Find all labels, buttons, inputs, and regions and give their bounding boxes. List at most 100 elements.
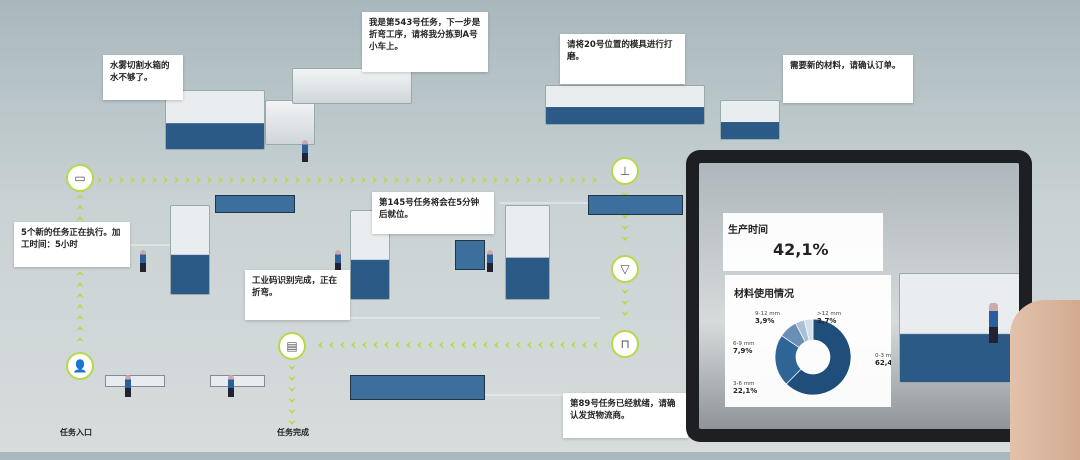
- callout-mold: 请将20号位置的模具进行打磨。: [560, 34, 685, 84]
- worker: [989, 303, 998, 343]
- flow-arrow-icon: [449, 176, 454, 184]
- flow-arrow-icon: [439, 341, 444, 349]
- flow-arrow-icon: [288, 420, 296, 425]
- label-task-done: 任务完成: [277, 428, 309, 437]
- flow-arrow-icon: [621, 311, 629, 316]
- flow-arrow-icon: [405, 176, 410, 184]
- flow-arrow-icon: [76, 337, 84, 342]
- flow-arrow-icon: [339, 176, 344, 184]
- punch-machine: [545, 85, 705, 125]
- flow-arrow-icon: [76, 271, 84, 276]
- flow-arrow-icon: [288, 387, 296, 392]
- flow-arrow-icon: [288, 376, 296, 381]
- flow-arrow-icon: [262, 176, 267, 184]
- flow-arrow-icon: [621, 192, 629, 197]
- flow-arrow-icon: [288, 409, 296, 414]
- tablet-screen: 生产时间 42,1% 材料使用情况 0-3 mm62,4%3-6 mm22,1%…: [699, 163, 1019, 429]
- workstation-done: [210, 375, 265, 387]
- worker: [125, 375, 131, 397]
- monitor-icon: ▭: [66, 164, 94, 192]
- flow-arrow-icon: [621, 236, 629, 241]
- machine-photo: [899, 273, 1019, 383]
- flow-arrow-icon: [340, 341, 345, 349]
- flow-arrow-icon: [383, 176, 388, 184]
- flow-arrow-icon: [395, 341, 400, 349]
- parts-rack: [350, 375, 485, 400]
- flow-arrow-icon: [621, 225, 629, 230]
- flow-arrow-icon: [560, 341, 565, 349]
- production-time-title: 生产时间: [728, 225, 768, 236]
- flow-arrow-icon: [372, 176, 377, 184]
- label-task-entry: 任务入口: [60, 428, 92, 437]
- flow-arrow-icon: [229, 176, 234, 184]
- donut-value-label: 62,4%: [875, 359, 891, 367]
- flow-arrow-icon: [416, 176, 421, 184]
- flow-arrow-icon: [559, 176, 564, 184]
- callout-task89: 第89号任务已经就绪，请确认发货物流商。: [563, 393, 688, 438]
- flow-arrow-icon: [284, 176, 289, 184]
- flow-arrow-icon: [428, 341, 433, 349]
- flow-arrow-icon: [273, 176, 278, 184]
- flow-arrow-icon: [119, 176, 124, 184]
- worker: [228, 375, 234, 397]
- flow-arrow-icon: [621, 300, 629, 305]
- callout-water: 水雾切割水箱的水不够了。: [103, 55, 183, 100]
- flow-arrow-icon: [130, 176, 135, 184]
- flow-arrow-icon: [461, 341, 466, 349]
- flow-arrow-icon: [384, 341, 389, 349]
- worker: [302, 140, 308, 162]
- hand: [1010, 300, 1080, 460]
- flow-arrow-icon: [240, 176, 245, 184]
- flow-arrow-icon: [581, 176, 586, 184]
- flow-arrow-icon: [592, 176, 597, 184]
- flow-arrow-icon: [141, 176, 146, 184]
- worker: [335, 250, 341, 272]
- donut-value-label: 3,9%: [755, 317, 774, 325]
- parts-rack: [455, 240, 485, 270]
- bending-cell-1: [170, 205, 210, 295]
- flow-arrow-icon: [76, 194, 84, 199]
- donut-value-label: 7,9%: [733, 347, 752, 355]
- worker: [487, 250, 493, 272]
- flow-arrow-icon: [373, 341, 378, 349]
- flow-arrow-icon: [494, 341, 499, 349]
- callout-code: 工业码识别完成，正在折弯。: [245, 270, 350, 320]
- donut-category-label: 6-9 mm: [733, 341, 754, 347]
- flow-arrow-icon: [621, 214, 629, 219]
- callout-material: 需要新的材料，请确认订单。: [783, 55, 913, 103]
- flow-arrow-icon: [76, 293, 84, 298]
- laser-machine: [265, 100, 315, 145]
- flow-arrow-icon: [621, 289, 629, 294]
- flow-arrow-icon: [251, 176, 256, 184]
- donut-category-label: 0-3 mm: [875, 353, 891, 359]
- donut-category-label: 9-12 mm: [755, 311, 780, 317]
- flow-arrow-icon: [460, 176, 465, 184]
- flow-arrow-icon: [97, 176, 102, 184]
- flow-arrow-icon: [450, 341, 455, 349]
- flow-arrow-icon: [538, 341, 543, 349]
- workstation-entry: [105, 375, 165, 387]
- flow-arrow-icon: [295, 176, 300, 184]
- flow-arrow-icon: [504, 176, 509, 184]
- machine-icon: ▤: [278, 332, 306, 360]
- flow-arrow-icon: [351, 341, 356, 349]
- flow-arrow-icon: [516, 341, 521, 349]
- flow-arrow-icon: [152, 176, 157, 184]
- flow-arrow-icon: [76, 205, 84, 210]
- flow-arrow-icon: [570, 176, 575, 184]
- flow-arrow-icon: [76, 216, 84, 221]
- callout-new-tasks: 5个新的任务正在执行。加工时间：5小时: [14, 222, 130, 267]
- bending-cell-3: [505, 205, 550, 300]
- donut-slice: [785, 318, 852, 396]
- flow-arrow-icon: [406, 341, 411, 349]
- flow-arrow-icon: [318, 341, 323, 349]
- production-time-value: 42,1%: [773, 240, 829, 259]
- flow-arrow-icon: [329, 341, 334, 349]
- donut-category-label: >12 mm: [817, 311, 841, 317]
- flow-arrow-icon: [582, 341, 587, 349]
- flow-arrow-icon: [427, 176, 432, 184]
- donut-category-label: 3-6 mm: [733, 381, 754, 387]
- waterjet-machine: [165, 90, 265, 150]
